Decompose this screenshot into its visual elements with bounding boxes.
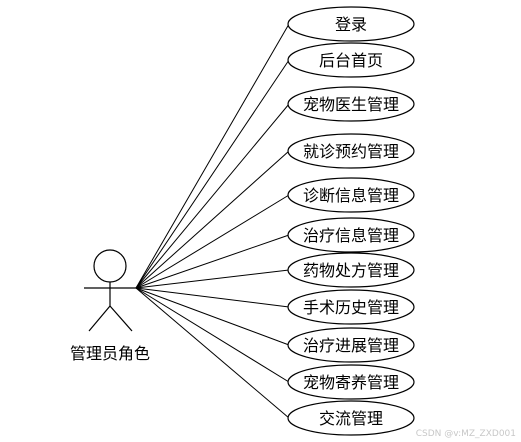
association-line xyxy=(135,269,290,289)
use-case-ellipse xyxy=(287,364,415,400)
association-line xyxy=(135,287,290,308)
association-line xyxy=(135,287,290,346)
use-case-label: 宠物寄养管理 xyxy=(303,373,399,392)
actor-figure: 管理员角色 xyxy=(70,249,150,363)
use-case-label: 药物处方管理 xyxy=(303,261,399,280)
use-case: 治疗信息管理 xyxy=(287,217,415,253)
actor-head xyxy=(93,249,127,283)
use-case: 就诊预约管理 xyxy=(287,133,415,169)
association-line xyxy=(135,23,290,289)
use-case: 药物处方管理 xyxy=(287,252,415,288)
use-case: 治疗进展管理 xyxy=(287,327,415,363)
use-case-label: 宠物医生管理 xyxy=(303,95,399,114)
use-case-ellipse xyxy=(287,252,415,288)
use-case-label: 手术历史管理 xyxy=(303,298,399,317)
association-line xyxy=(135,194,290,289)
association-line xyxy=(135,234,290,289)
use-case-group: 登录后台首页宠物医生管理就诊预约管理诊断信息管理治疗信息管理药物处方管理手术历史… xyxy=(287,6,415,436)
use-case-label: 就诊预约管理 xyxy=(303,142,399,161)
use-case-ellipse xyxy=(287,86,415,122)
use-case-ellipse xyxy=(287,6,415,42)
use-case-label: 交流管理 xyxy=(319,409,383,428)
watermark: CSDN @v:MZ_ZXD001 xyxy=(416,429,516,439)
use-case-ellipse xyxy=(287,133,415,169)
actor-right-leg xyxy=(109,305,133,332)
use-case-label: 后台首页 xyxy=(319,51,383,70)
use-case-ellipse xyxy=(287,177,415,213)
use-case-label: 诊断信息管理 xyxy=(303,186,399,205)
use-case-label: 治疗信息管理 xyxy=(303,226,399,245)
association-line xyxy=(135,150,290,289)
use-case: 交流管理 xyxy=(287,400,415,436)
actor-label: 管理员角色 xyxy=(70,344,150,363)
use-case: 诊断信息管理 xyxy=(287,177,415,213)
actor-left-leg xyxy=(88,305,111,332)
use-case-ellipse xyxy=(287,289,415,325)
association-line xyxy=(135,59,290,289)
association-lines xyxy=(135,23,290,419)
use-case-ellipse xyxy=(287,400,415,436)
association-line xyxy=(135,103,290,289)
association-line xyxy=(135,287,290,383)
use-case: 登录 xyxy=(287,6,415,42)
use-case-label: 治疗进展管理 xyxy=(303,336,399,355)
association-line xyxy=(135,287,290,419)
use-case: 宠物寄养管理 xyxy=(287,364,415,400)
use-case-ellipse xyxy=(287,42,415,78)
use-case-ellipse xyxy=(287,217,415,253)
use-case: 后台首页 xyxy=(287,42,415,78)
use-case-ellipse xyxy=(287,327,415,363)
use-case: 手术历史管理 xyxy=(287,289,415,325)
use-case: 宠物医生管理 xyxy=(287,86,415,122)
use-case-label: 登录 xyxy=(335,15,367,34)
